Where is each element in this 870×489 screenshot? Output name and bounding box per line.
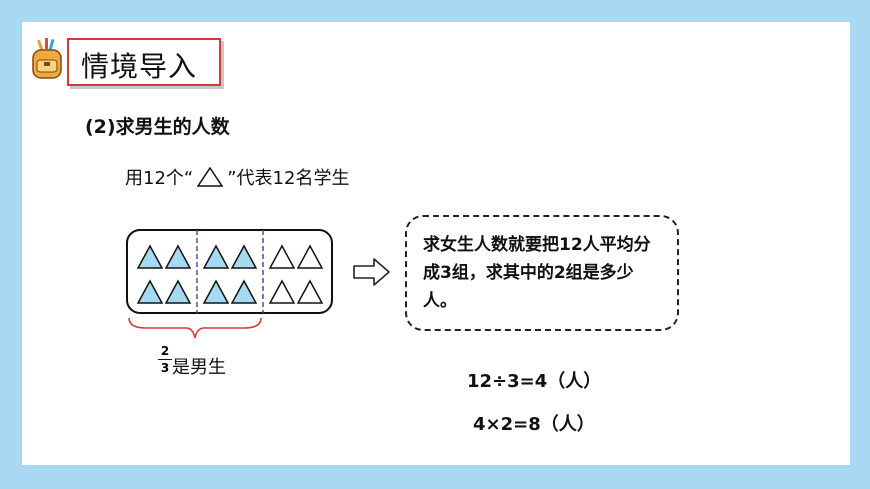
- equation-division: 12÷3=4（人）: [467, 371, 602, 392]
- instruction-suffix: ”代表12名学生: [227, 168, 350, 189]
- triangle-icon: [197, 167, 224, 187]
- triangle-empty: [296, 279, 324, 304]
- brace-icon: [128, 317, 262, 339]
- triangle-empty: [296, 244, 324, 269]
- triangle-filled: [136, 244, 164, 269]
- triangle-filled: [230, 279, 258, 304]
- slide-canvas: [22, 22, 850, 465]
- triangle-filled: [230, 244, 258, 269]
- backpack-icon: [32, 38, 62, 79]
- triangle-empty: [268, 279, 296, 304]
- instruction-prefix: 用12个“: [125, 168, 194, 189]
- title-box: 情境导入: [67, 38, 221, 86]
- triangle-filled: [136, 279, 164, 304]
- triangle-filled: [164, 244, 192, 269]
- question-subtitle: (2)求男生的人数: [85, 116, 230, 138]
- triangle-filled: [202, 244, 230, 269]
- fraction-numerator: 2: [160, 344, 170, 358]
- triangle-filled: [164, 279, 192, 304]
- fraction-label: 是男生: [172, 357, 226, 378]
- right-arrow-icon: [353, 258, 390, 286]
- triangle-group-box: [126, 229, 333, 314]
- fraction-denominator: 3: [160, 361, 170, 375]
- equation-multiplication: 4×2=8（人）: [473, 414, 595, 435]
- page-title: 情境导入: [81, 50, 198, 83]
- instruction-line: 用12个“ ”代表12名学生: [125, 164, 349, 190]
- triangle-filled: [202, 279, 230, 304]
- triangle-diagram: [136, 230, 324, 313]
- explanation-box: 求女生人数就要把12人平均分成3组，求其中的2组是多少人。: [405, 215, 679, 331]
- triangle-empty: [268, 244, 296, 269]
- fraction-two-thirds: 2 3: [158, 344, 172, 375]
